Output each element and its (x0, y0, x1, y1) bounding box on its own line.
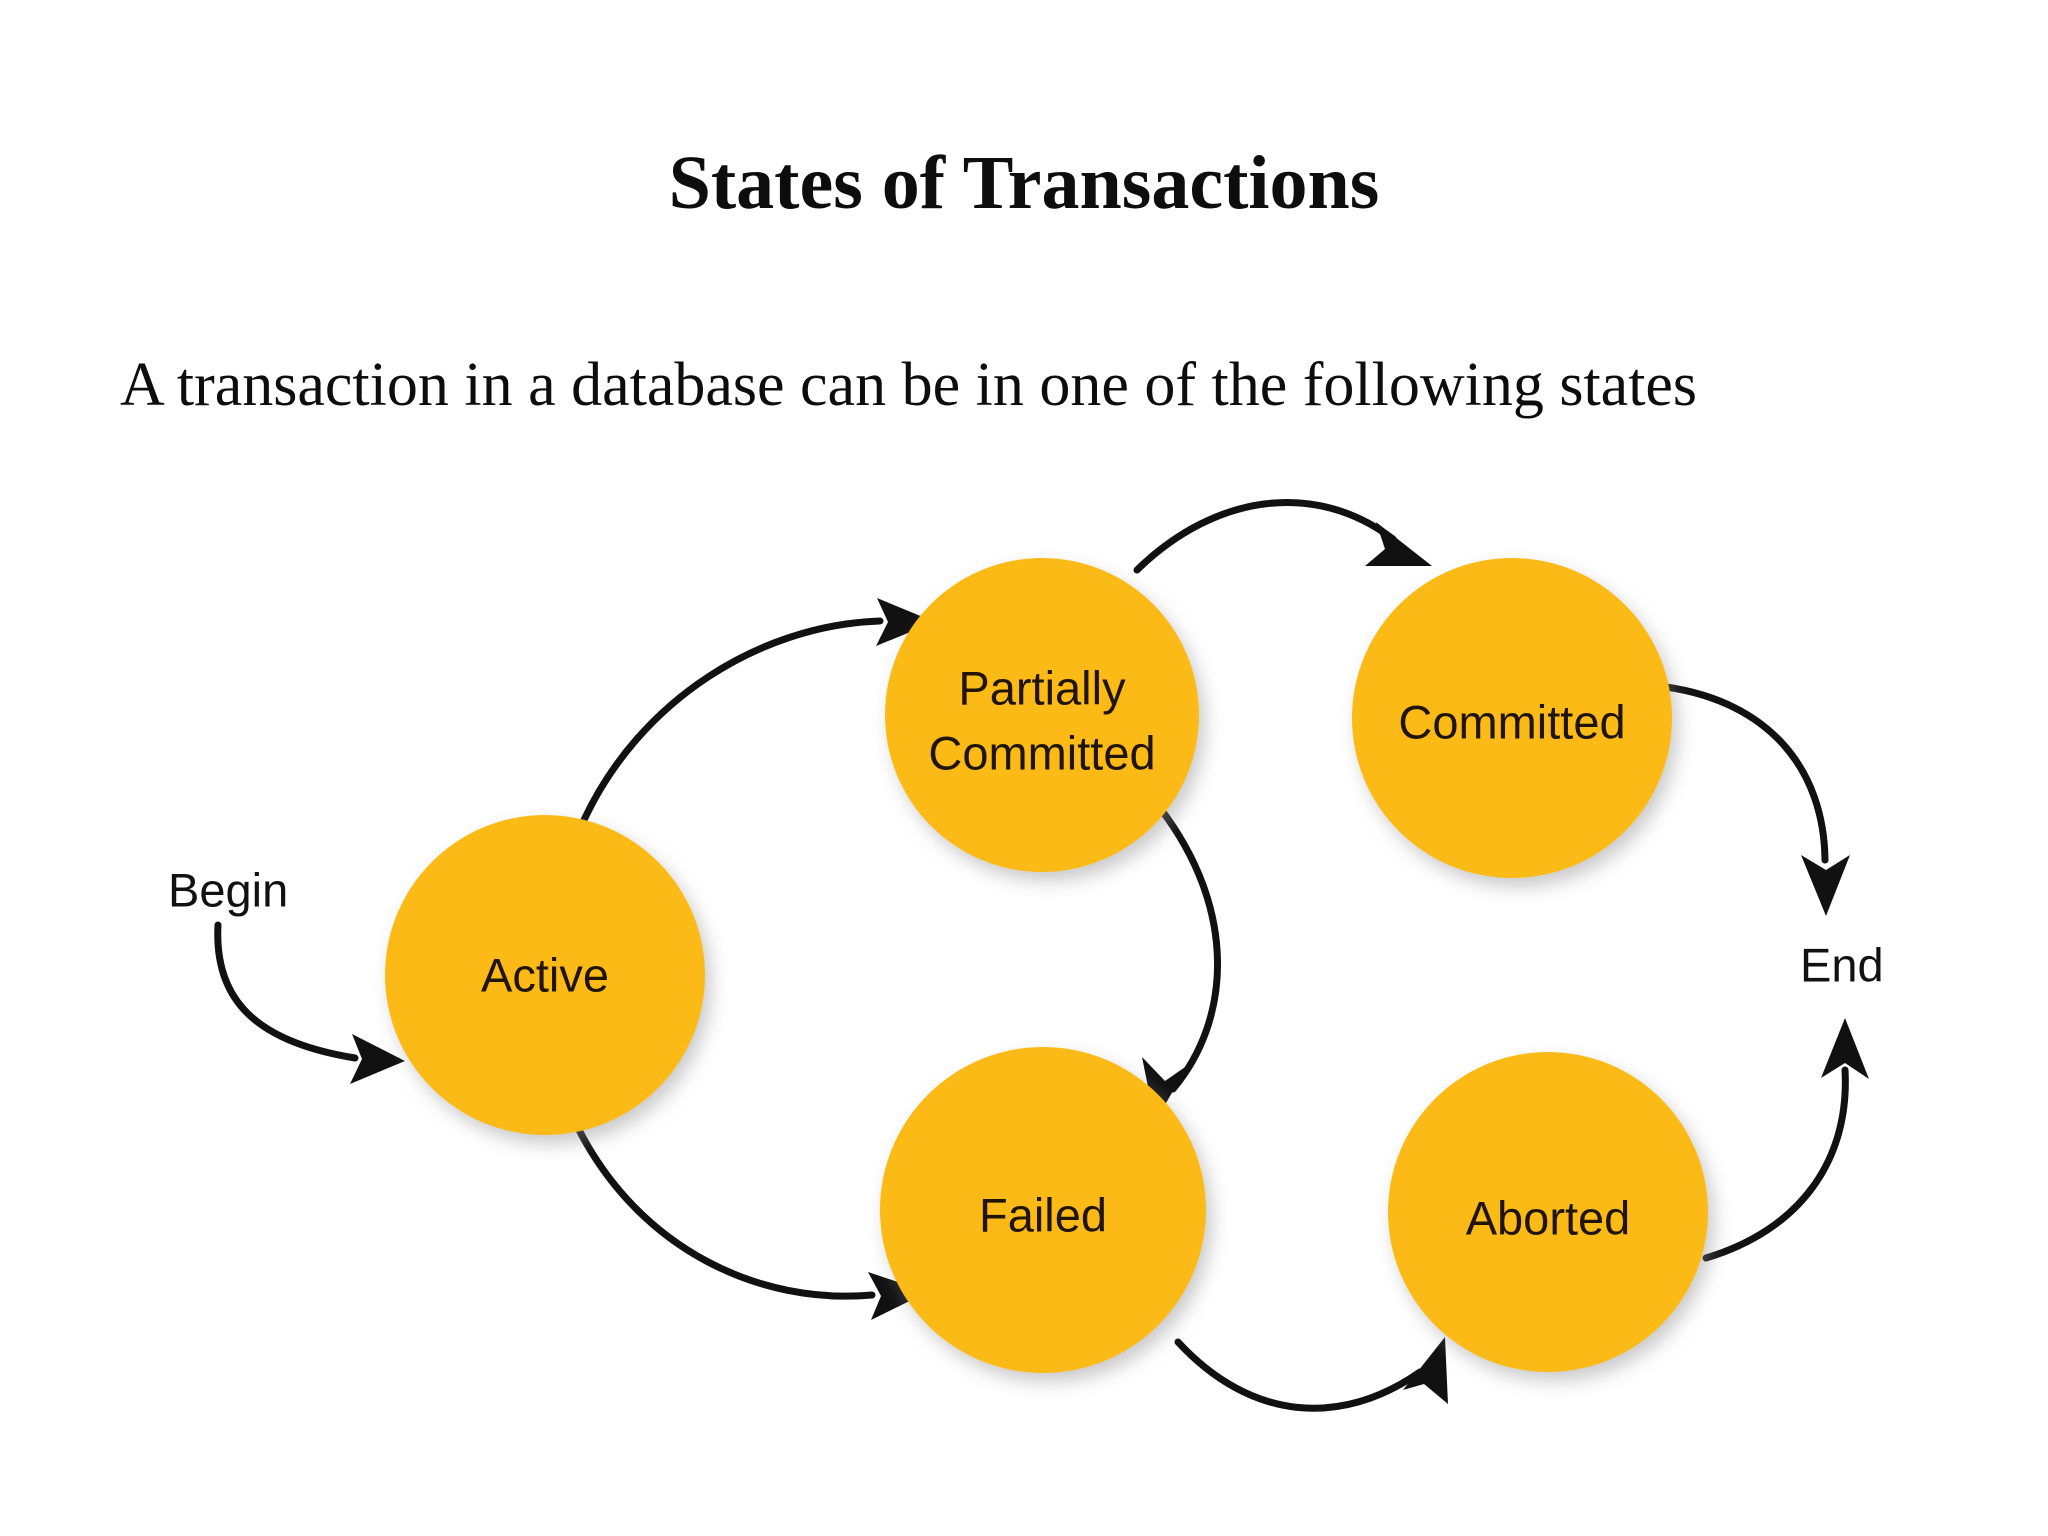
committed-label: Committed (1398, 696, 1625, 749)
state-node-active[interactable]: Active (385, 815, 705, 1135)
state-node-failed[interactable]: Failed (880, 1047, 1206, 1373)
partially-committed-circle[interactable] (885, 558, 1199, 872)
end-label: End (1800, 939, 1884, 992)
aborted-label: Aborted (1466, 1192, 1631, 1245)
state-node-committed[interactable]: Committed (1352, 558, 1672, 878)
edge-active-to-partially-committed (580, 598, 935, 824)
edge-failed-to-aborted (1174, 1337, 1448, 1412)
aborted-circle[interactable] (1388, 1052, 1708, 1372)
page-title: States of Transactions (668, 141, 1380, 225)
active-circle[interactable] (385, 815, 705, 1135)
edge-committed-to-end (1662, 683, 1850, 916)
state-node-aborted[interactable]: Aborted (1388, 1052, 1708, 1372)
edge-begin-to-active (214, 921, 405, 1084)
partially-committed-label-line2: Committed (928, 727, 1155, 780)
active-label: Active (481, 949, 609, 1002)
begin-label: Begin (168, 864, 288, 917)
failed-label: Failed (979, 1189, 1107, 1242)
edge-active-to-failed (574, 1124, 928, 1320)
partially-committed-label-line1: Partially (958, 662, 1126, 715)
committed-circle[interactable] (1352, 558, 1672, 878)
slide-subtitle: A transaction in a database can be in on… (120, 351, 1698, 419)
edge-partially-committed-to-committed (1133, 499, 1432, 574)
failed-circle[interactable] (880, 1047, 1206, 1373)
state-node-partially-committed[interactable]: Partially Committed (885, 558, 1199, 872)
edge-partially-committed-to-failed (1142, 804, 1221, 1122)
edge-aborted-to-end (1702, 1018, 1869, 1262)
